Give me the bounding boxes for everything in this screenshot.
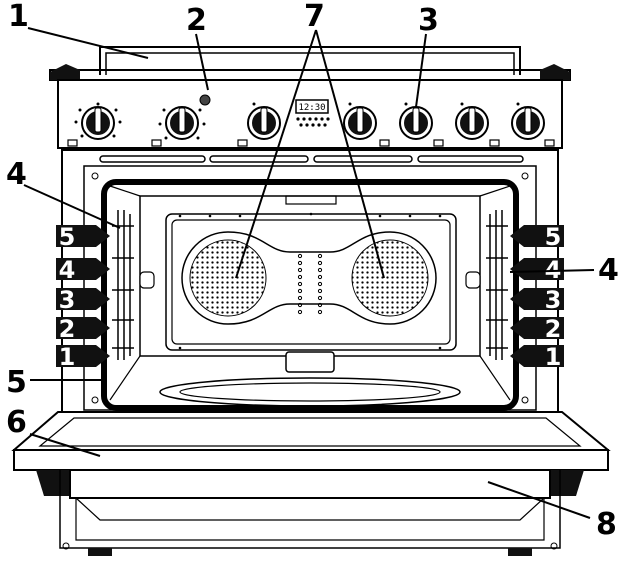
- rack-level-tab-icon: 5: [56, 223, 110, 251]
- rack-level-left-2: 2: [59, 315, 76, 343]
- rack-level-left-5: 5: [59, 223, 76, 251]
- cooktop-top: [49, 46, 571, 81]
- rack-level-tab-icon: 5: [510, 223, 564, 251]
- leader-lines: [23, 27, 595, 519]
- oven-body: [61, 149, 559, 413]
- rack-level-tab-icon: 1: [56, 343, 110, 371]
- control-knobs: [74, 102, 545, 140]
- indicator-light-icon: [199, 94, 211, 106]
- vent-slots: [99, 155, 524, 163]
- rack-level-tab-icon: 1: [510, 343, 564, 371]
- rack-supports-right: [486, 210, 508, 360]
- rack-level-tabs-left: 5 4 3 2 1: [56, 223, 110, 371]
- control-knob-icon: [158, 106, 206, 140]
- callout-7: 7: [304, 0, 325, 34]
- callout-3: 3: [418, 3, 439, 38]
- rack-level-right-2: 2: [545, 315, 562, 343]
- rack-level-tab-icon: 4: [56, 256, 110, 284]
- clock-time: 12:30: [298, 103, 325, 113]
- rack-level-left-1: 1: [59, 343, 76, 371]
- callout-5: 5: [6, 365, 27, 400]
- rack-level-tab-icon: 3: [56, 286, 110, 314]
- control-panel: 12:30: [57, 79, 563, 149]
- rack-front-bar: [285, 351, 335, 373]
- rack-level-tab-icon: 2: [56, 315, 110, 343]
- storage-drawer: [59, 469, 561, 556]
- fan-cover-icon: [165, 212, 457, 351]
- callout-4-right: 4: [598, 253, 619, 288]
- rack-level-left-3: 3: [59, 286, 76, 314]
- rack-supports-left: [112, 210, 134, 360]
- control-knob-icon: [74, 102, 122, 140]
- callout-2: 2: [186, 3, 207, 38]
- callout-labels: 1 2 3 4 4 5 6 7 8: [6, 0, 619, 542]
- rack-level-tab-icon: 2: [510, 315, 564, 343]
- callout-4-left: 4: [6, 157, 27, 192]
- rack-level-tab-icon: 3: [510, 286, 564, 314]
- control-knob-icon: [399, 102, 433, 140]
- control-knob-icon: [511, 102, 545, 140]
- rack-level-right-3: 3: [545, 286, 562, 314]
- callout-8: 8: [596, 507, 617, 542]
- oven-door: [11, 411, 611, 496]
- rack-level-right-5: 5: [545, 223, 562, 251]
- rack-level-tabs-right: 5 4 3 2 1: [510, 223, 564, 371]
- callout-6: 6: [6, 405, 27, 440]
- control-knob-icon: [343, 102, 377, 140]
- rack-level-right-1: 1: [545, 343, 562, 371]
- control-knob-icon: [455, 102, 489, 140]
- clock-display: 12:30: [295, 99, 330, 127]
- callout-1: 1: [8, 0, 29, 34]
- rack-level-left-4: 4: [59, 256, 76, 284]
- control-knob-icon: [247, 102, 281, 140]
